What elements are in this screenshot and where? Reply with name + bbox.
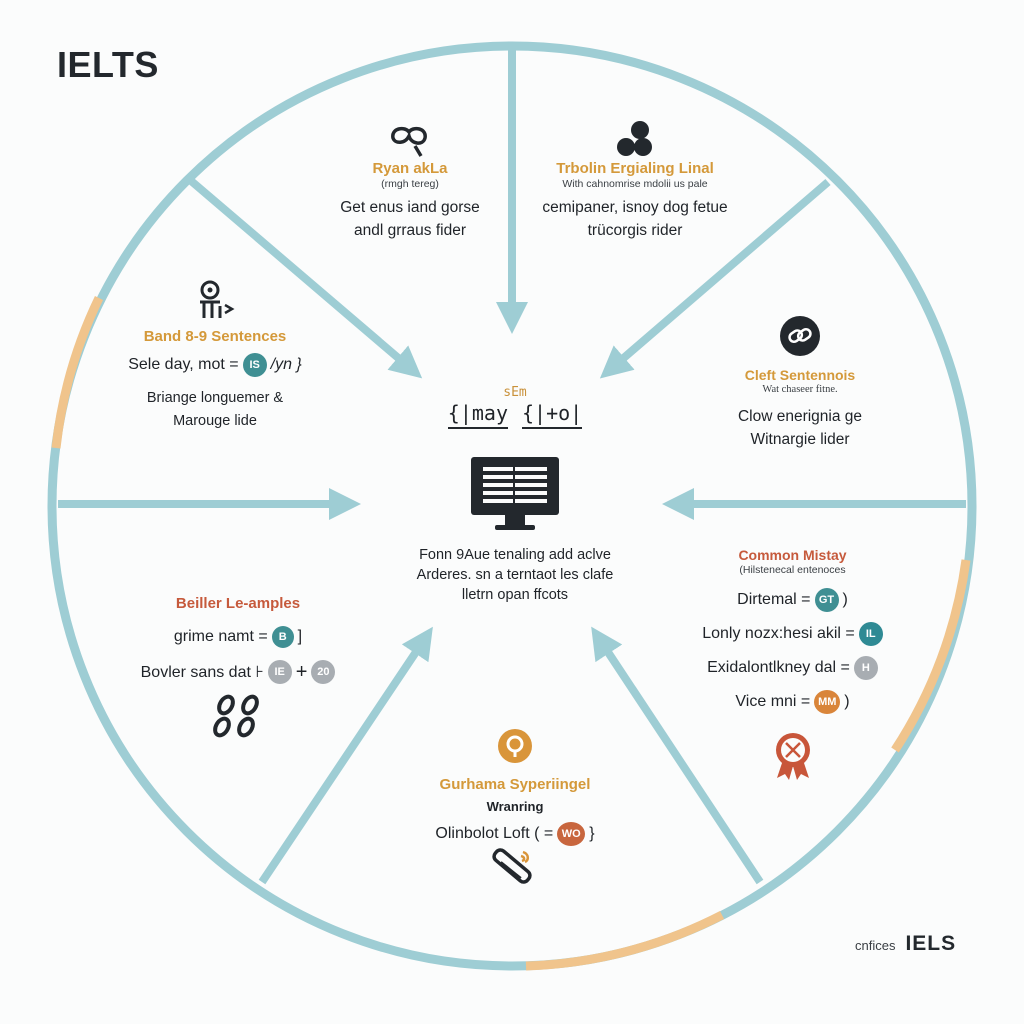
mistake-text: Dirtemal = [737,591,811,608]
segment-subtitle: With cahnomrise mdolii us pale [562,178,708,190]
spoke-bottom-right [591,626,764,885]
rope-knot-icon [300,120,520,160]
segment-title: Trbolin Ergialing Linal [556,160,714,177]
mistake-tail: ) [842,591,848,608]
formula-row: Olinbolot Loft ( = WO } [400,822,630,846]
rejected-ribbon-icon [680,730,905,782]
formula-tail: /yn } [270,356,302,373]
example-joiner: + [295,660,308,683]
example-row: grime namt = B ] [118,626,358,648]
segment-top-left: Ryan akLa (rmgh tereg) Get enus iand gor… [300,120,520,242]
mistake-tail: ) [844,693,850,710]
segment-right: Cleft Sentennois Wat chaseer fitne. Clow… [700,315,900,451]
formula-badge: IS [242,353,267,377]
segment-title: Band 8-9 Sentences [143,328,287,345]
segment-line: Briange longuemer & [146,390,284,406]
example-badge: IE [267,660,292,684]
formula-badge: WO [557,822,586,846]
segment-line: Clow enerignia ge [737,408,863,425]
example-badge: 20 [311,660,336,684]
ring-accent-left [51,296,104,449]
example-text: grime namt = [173,628,268,645]
spoke-top-left [187,176,423,379]
mistake-badge: MM [814,690,841,714]
segment-line: Witnargie lider [750,431,850,448]
person-arrow-icon [100,278,330,322]
formula-row: Sele day, mot = IS /yn } [100,353,330,377]
segment-line: trücorgis rider [587,222,683,239]
center-hub: sEm {|may {|+o| Fonn 9Aue tenaling add a… [400,385,630,605]
center-line: Arderes. sn a terntaot les clafe [416,567,614,583]
outer-ring [47,41,977,971]
segment-title: Ryan akLa [372,160,448,177]
mistake-row: Vice mni = MM ) [680,690,905,714]
spoke-top-right [599,178,831,379]
segment-title: Gurhama Syperiingel [439,776,591,793]
center-line: Fonn 9Aue tenaling add aclve [419,547,611,563]
segment-subtitle: (Hilstenecal entenoces [739,564,846,576]
page-title: IELTS [57,44,159,85]
segment-left: Band 8-9 Sentences Sele day, mot = IS /y… [100,278,330,433]
formula-tail: } [589,825,595,842]
segment-subtitle: (rmgh tereg) [381,178,439,190]
ring-accent-bottom [525,911,725,971]
monitor-document-icon [400,455,630,533]
example-tail: ] [297,628,303,645]
mistake-row: Exidalontlkney dal = H [680,656,905,680]
segment-title: Beiller Le-amples [175,595,301,612]
segment-title: Common Mistay [738,547,847,563]
formula-text: Sele day, mot = [128,356,239,373]
orange-badge-icon [400,728,630,764]
spoke-bottom-left [258,626,433,885]
footer-logo: IELS [905,932,957,955]
segment-top-right: Trbolin Ergialing Linal With cahnomrise … [515,118,755,242]
mistake-badge: GT [814,588,839,612]
chain-links-icon [118,692,358,742]
mistake-badge: H [853,656,878,680]
example-badge: B [271,626,294,648]
segment-subtitle: Wat chaseer fitne. [762,384,838,395]
mistake-badge: IL [858,622,883,646]
mistake-row: Dirtemal = GT ) [680,588,905,612]
segment-line: andl grraus fider [353,222,466,239]
segment-title: Cleft Sentennois [744,367,856,383]
mistake-text: Vice mni = [735,693,811,710]
formula-right: {|+o| [522,401,583,429]
segment-bottom-right: Common Mistay (Hilstenecal entenoces Dir… [680,547,905,782]
formula-superscript: sEm [503,385,527,400]
pen-tool-icon [400,848,630,896]
ring-accent-right [891,559,971,753]
segment-subtitle: Wranring [486,799,544,814]
mistake-text: Exidalontlkney dal = [707,659,850,676]
center-formula: {|may {|+o| [400,401,630,429]
example-row: Bovler sans dat ⊦ IE + 20 [118,660,358,684]
footer-brand: cnfices IELS [855,932,956,956]
mistake-row: Lonly nozx:hesi akil = IL [680,622,905,646]
formula-left: {|may [447,401,508,429]
formula-text: Olinbolot Loft ( = [435,825,554,842]
mistake-text: Lonly nozx:hesi akil = [702,625,855,642]
segment-bottom-left: Beiller Le-amples grime namt = B ] Bovle… [118,595,358,742]
segment-bottom: Gurhama Syperiingel Wranring Olinbolot L… [400,728,630,896]
cluster-dots-icon [515,118,755,160]
link-circle-icon [700,315,900,357]
segment-line: cemipaner, isnoy dog fetue [542,199,728,216]
segment-line: Marouge lide [173,413,257,429]
example-text: Bovler sans dat ⊦ [140,664,264,681]
footer-caption: cnfices [855,938,896,953]
center-line: lletrn opan ffcots [461,587,569,603]
segment-line: Get enus iand gorse [340,199,480,216]
